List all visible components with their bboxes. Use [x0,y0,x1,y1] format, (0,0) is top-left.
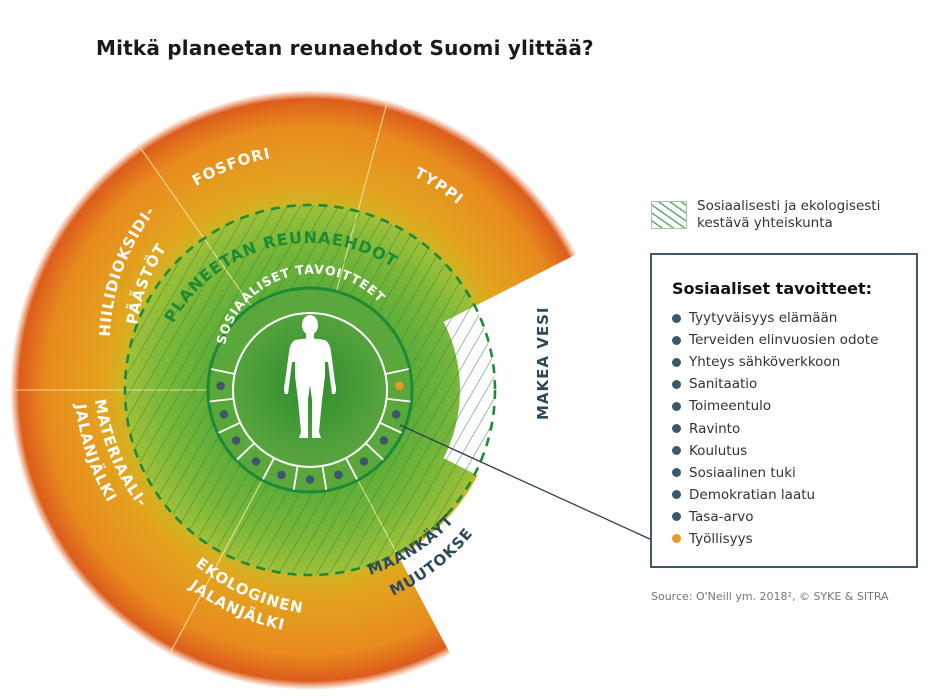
social-goal-label: Ravinto [689,420,741,437]
page-title: Mitkä planeetan reunaehdot Suomi ylittää… [96,36,594,60]
social-goal-dot [334,470,343,480]
social-goal-dot [305,475,315,484]
social-segment-divider [209,397,234,403]
social-goal-item: Demokratian laatu [672,484,878,506]
social-segment-divider [262,457,275,480]
social-goal-dot [277,470,286,480]
social-goal-label: Tyytyväisyys elämään [689,310,838,327]
social-goal-label: Tasa-arvo [689,508,754,525]
social-goal-item: Terveiden elinvuosien odote [672,329,878,351]
hatch-legend-label: Sosiaalisesti ja ekologisesti kestävä yh… [697,198,881,231]
social-goal-item: Toimeentulo [672,395,878,417]
social-inner-circle [232,312,388,468]
hatch-swatch-icon [651,201,687,229]
social-goal-item: Sosiaalinen tuki [672,462,878,484]
bullet-dot-icon [672,357,681,367]
human-figure-icon [284,315,336,438]
social-goal-label: Työllisyys [689,530,753,547]
social-segment-divider [365,442,384,461]
social-goal-label: Terveiden elinvuosien odote [689,332,879,349]
bullet-dot-icon [672,379,681,389]
social-segment-divider [386,397,411,403]
social-goal-dot [219,410,229,419]
social-goal-dot [251,457,261,466]
social-segment-divider [211,368,235,375]
bullet-dot-icon [672,313,681,323]
social-segment-divider [218,421,241,434]
social-segment-divider [236,442,255,461]
social-goal-dot [216,381,225,391]
safe-space-hatched-ring [125,204,496,575]
bullet-dot-icon [672,401,681,411]
social-segment-divider [321,465,328,490]
source-credit: Source: O'Neill ym. 2018², © SYKE & SITR… [651,590,889,603]
planetary-boundary-dashed-line [123,203,497,577]
social-goal-item: Sanitaatio [672,373,878,395]
social-goal-item: Koulutus [672,440,878,462]
social-goal-dot [379,436,389,445]
social-goals-title: Sosiaaliset tavoitteet: [672,279,873,298]
bullet-dot-icon [672,335,681,345]
social-goal-item: Ravinto [672,417,878,439]
dashed-boundary-circle [123,203,497,577]
connector-line [399,424,653,541]
social-goal-dot [359,457,369,466]
social-goals-legend: Sosiaaliset tavoitteet: Tyytyväisyys elä… [650,253,918,568]
bullet-dot-icon [672,534,681,544]
social-foundation-ring [206,286,414,494]
social-segment-divider [385,368,409,375]
bullet-dot-icon [672,468,681,478]
bullet-dot-icon [672,424,681,434]
social-segment-divider [292,465,299,490]
bullet-dot-icon [672,512,681,522]
social-goal-dot [231,436,241,445]
social-goal-item: Tasa-arvo [672,506,878,528]
bullet-dot-icon [672,490,681,500]
hatch-ring-main [125,204,475,575]
bullet-dot-icon [672,446,681,456]
social-goal-item: Yhteys sähköverkkoon [672,351,878,373]
social-goal-item: Työllisyys [672,528,878,550]
boundary-label-makea-vesi: MAKEA VESI [534,307,552,420]
social-goal-label: Sanitaatio [689,376,758,393]
social-goal-dot [391,410,401,419]
social-goal-label: Koulutus [689,442,748,459]
social-goal-dot [395,381,404,391]
social-goal-label: Yhteys sähköverkkoon [689,354,841,371]
social-goal-item: Tyytyväisyys elämään [672,307,878,329]
social-goal-label: Toimeentulo [689,398,772,415]
social-goal-label: Sosiaalinen tuki [689,464,796,481]
social-segment-divider [345,457,358,480]
social-goal-label: Demokratian laatu [689,486,816,503]
social-segment-divider [379,421,402,434]
hatch-ring-freshwater [399,306,496,474]
